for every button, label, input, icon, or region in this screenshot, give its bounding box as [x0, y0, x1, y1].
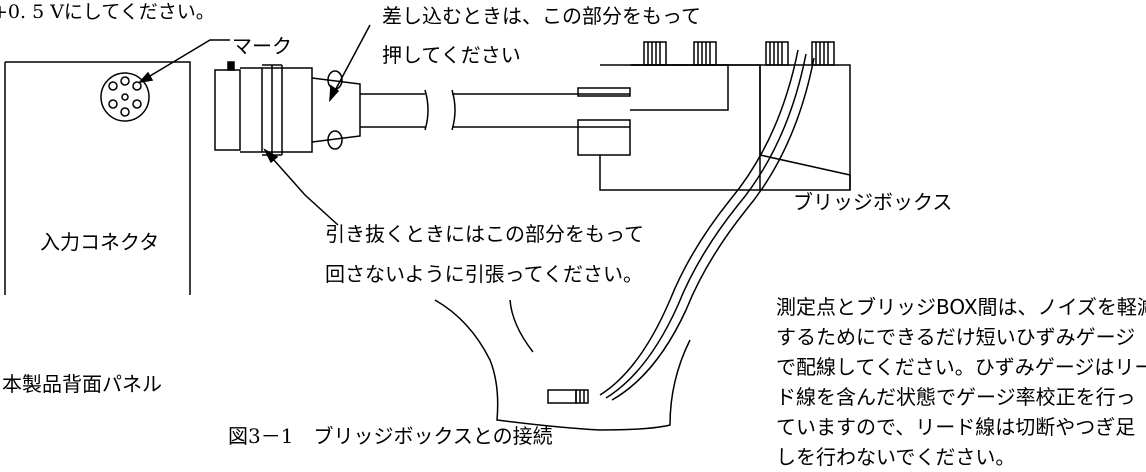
pull-instruction-line1: 引き抜くときにはこの部分をもって [325, 222, 644, 246]
wiring-note-line: ド線を含んだ状態でゲージ率校正を行っ [776, 385, 1136, 409]
wiring-note-line: するためにできるだけ短いひずみゲージ [776, 325, 1136, 349]
input-connector-label: 入力コネクタ [40, 230, 160, 254]
measurement-surface [434, 299, 691, 431]
pull-arrow [263, 148, 339, 226]
strain-gauge [547, 389, 589, 404]
push-arrow [329, 24, 371, 103]
wiring-note-line: 測定点とブリッジBOX間は、ノイズを軽減 [776, 295, 1146, 319]
push-instruction-line1: 差し込むときは、この部分をもって [382, 4, 701, 28]
note-pointer [509, 299, 534, 353]
wiring-note: 測定点とブリッジBOX間は、ノイズを軽減 するためにできるだけ短いひずみゲージ … [776, 292, 1146, 472]
wiring-note-line: しを行わないでください。 [776, 445, 1016, 469]
push-instruction-line2: 押してください [382, 43, 521, 67]
header-text: +0. 5 Vにしてください。 [0, 1, 215, 23]
bridge-box-label: ブリッジボックス [793, 190, 953, 214]
figure-caption: 図3－1 ブリッジボックスとの接続 [228, 424, 553, 448]
wiring-note-line: ていますので、リード線は切断やつぎ足 [776, 415, 1136, 439]
lead-wires [599, 49, 815, 401]
wiring-note-line: で配線してください。ひずみゲージはリー [776, 355, 1146, 379]
input-connector-socket [100, 72, 150, 122]
bridge-box [577, 41, 851, 191]
mark-arrow [138, 39, 230, 84]
pull-instruction-line2: 回さないように引張ってください。 [325, 262, 643, 286]
plug-connector [214, 61, 429, 156]
rear-panel [4, 61, 191, 295]
rear-panel-label: 本製品背面パネル [2, 372, 162, 396]
cable [451, 89, 578, 131]
mark-label: マーク [232, 34, 292, 58]
